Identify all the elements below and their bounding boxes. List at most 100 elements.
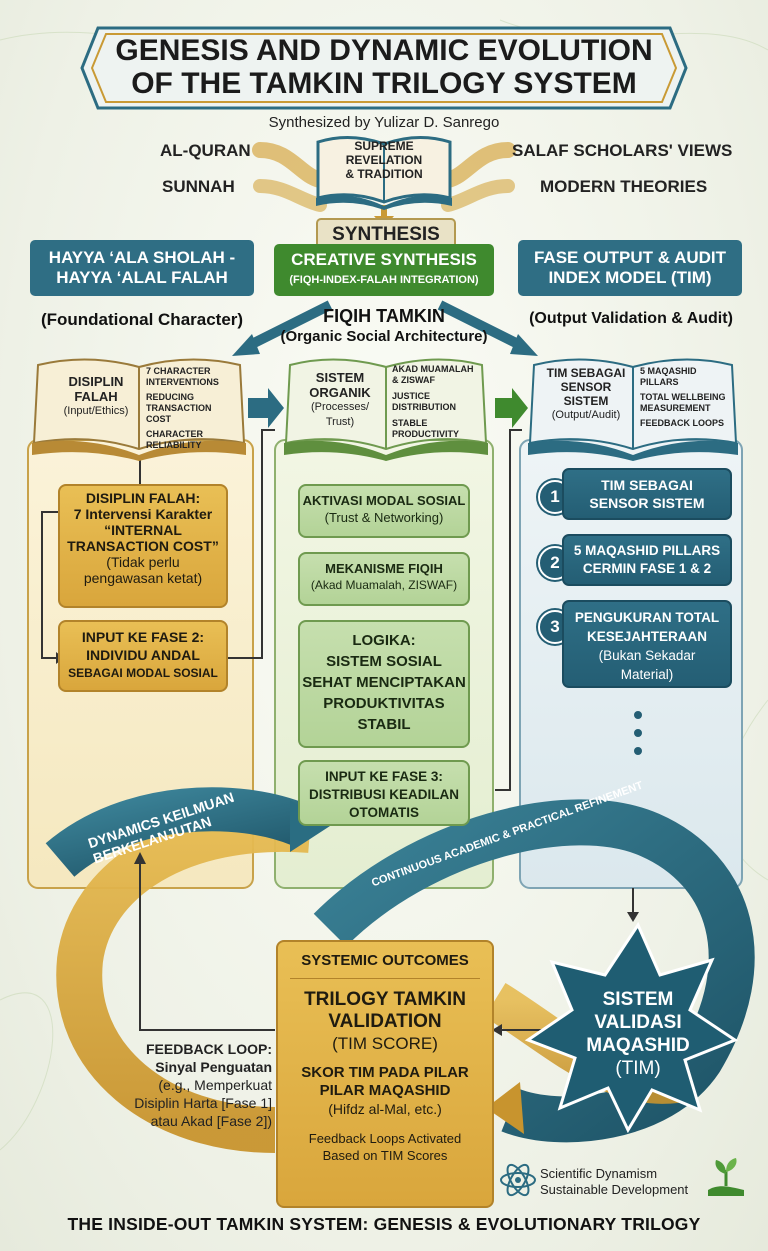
phase3-header: FASE OUTPUT & AUDIT INDEX MODEL (TIM) — [518, 240, 742, 296]
phase2-box3-line: LOGIKA: — [352, 632, 416, 649]
phase2-book-note-1: (Processes/ — [310, 401, 370, 413]
feedback-line: Sinyal Penguatan — [155, 1059, 272, 1075]
star-line: SISTEM — [602, 989, 674, 1010]
systemic-outcomes-box: SYSTEMIC OUTCOMES TRILOGY TAMKIN VALIDAT… — [276, 940, 494, 1208]
phase1-box1-line: TRANSACTION COST” — [67, 538, 219, 554]
star-line: VALIDASI — [594, 1012, 682, 1033]
title-banner — [80, 26, 688, 110]
phase1-box2-line: INPUT KE FASE 2: — [81, 629, 205, 645]
page-title: GENESIS AND DYNAMIC EVOLUTION OF THE TAM… — [110, 34, 658, 100]
phase1-header: HAYYA ‘ALA SHOLAH - HAYYA ‘ALAL FALAH — [30, 240, 254, 296]
phase1-book-title-2: FALAH — [74, 389, 118, 404]
step2-line: CERMIN FASE 1 & 2 — [582, 561, 712, 576]
phase3-book — [528, 358, 738, 461]
star-line: MAQASHID — [586, 1035, 690, 1056]
step3-line: KESEJAHTERAAN — [586, 629, 708, 644]
phase3-book-item: TOTAL WELLBEING MEASUREMENT — [640, 392, 726, 413]
step3-line: PENGUKURAN TOTAL — [574, 610, 720, 625]
phase2-book-item: JUSTICE DISTRIBUTION — [392, 391, 456, 412]
star-line: (TIM) — [615, 1058, 661, 1079]
step2-box: 5 MAQASHID PILLARS CERMIN FASE 1 & 2 — [562, 534, 732, 586]
phase3-book-items: 5 MAQASHID PILLARS TOTAL WELLBEING MEASU… — [640, 366, 732, 429]
step3-line: (Bukan Sekadar — [598, 648, 696, 663]
phase2-box2-note: (Akad Muamalah, ZISWAF) — [310, 578, 458, 592]
outcomes-line: Feedback Loops Activated — [308, 1131, 462, 1146]
outcomes-line: TRILOGY TAMKIN — [304, 989, 466, 1010]
phase2-fiqh-mechanism-box: MEKANISME FIQIH (Akad Muamalah, ZISWAF) — [298, 552, 470, 606]
phase3-header-line-1: FASE OUTPUT & AUDIT — [533, 248, 727, 267]
phase2-book-item: STABLE PRODUCTIVITY — [392, 418, 460, 439]
step3-box: PENGUKURAN TOTAL KESEJAHTERAAN (Bukan Se… — [562, 600, 732, 688]
phase2-box3-line: SISTEM SOSIAL — [326, 653, 442, 670]
feedback-line: (e.g., Memperkuat — [158, 1077, 272, 1093]
phase2-book-title-1: SISTEM — [315, 370, 365, 385]
phase2-book — [284, 358, 488, 461]
phase2-header-line-1: CREATIVE SYNTHESIS — [291, 250, 477, 269]
phase1-header-line-2: HAYYA ‘ALAL FALAH — [56, 268, 228, 287]
book-line-3: & TRADITION — [345, 167, 423, 181]
phase1-book — [32, 358, 246, 461]
phase1-box1-line: DISIPLIN FALAH: — [85, 490, 201, 506]
phase3-book-item: FEEDBACK LOOPS — [640, 418, 725, 428]
source-book-text: SUPREME REVELATION & TRADITION — [326, 139, 442, 181]
phase3-subtitle: (Output Validation & Audit) — [529, 310, 733, 327]
outcomes-line: (TIM SCORE) — [332, 1034, 438, 1053]
phase1-box1-line: “INTERNAL — [104, 522, 182, 538]
book-line-2: REVELATION — [345, 153, 423, 167]
open-book-icon — [316, 135, 452, 210]
phase1-input-box: INPUT KE FASE 2: INDIVIDU ANDAL SEBAGAI … — [58, 620, 228, 692]
phase2-box3-line: PRODUKTIVITAS — [323, 695, 445, 712]
step2-line: 5 MAQASHID PILLARS — [573, 543, 721, 558]
phase1-book-title-1: DISIPLIN — [68, 374, 124, 389]
phase3-book-item: 5 MAQASHID PILLARS — [640, 366, 697, 387]
phase1-book-item: 7 CHARACTER INTERVENTIONS — [146, 366, 219, 387]
outcomes-line: (Hifdz al-Mal, etc.) — [328, 1101, 442, 1117]
outcomes-line: PILAR MAQASHID — [319, 1082, 451, 1099]
feedback-line: atau Akad [Fase 2]) — [150, 1113, 272, 1129]
phase2-book-title-2: ORGANIK — [309, 385, 371, 400]
phase2-header: CREATIVE SYNTHESIS (FIQH-INDEX-FALAH INT… — [274, 244, 494, 296]
phase3-book-title-2: SENSOR — [560, 380, 612, 394]
step3-line: Material) — [620, 667, 674, 682]
phase1-box1-line: 7 Intervensi Karakter — [73, 506, 213, 522]
phase1-subtitle: (Foundational Character) — [40, 310, 244, 329]
phase1-box2-line: SEBAGAI MODAL SOSIAL — [68, 666, 218, 680]
phase1-box1-line: pengawasan ketat) — [83, 570, 203, 586]
phase2-input-box: INPUT KE FASE 3: DISTRIBUSI KEADILAN OTO… — [298, 760, 470, 826]
validation-star — [524, 921, 739, 1134]
phase2-book-item: AKAD MUAMALAH & ZISWAF — [392, 364, 474, 385]
step1-line: SENSOR SISTEM — [589, 495, 705, 511]
phase2-book-note-2: Trust) — [325, 416, 355, 428]
phase1-box2-line: INDIVIDU ANDAL — [86, 647, 200, 663]
phase2-name: FIQIH TAMKIN — [323, 306, 445, 326]
source-salaf-scholars: SALAF SCHOLARS' VIEWS — [512, 141, 733, 160]
phase2-box3-line: STABIL — [357, 716, 411, 733]
phase3-book-title-3: SISTEM — [563, 394, 609, 408]
step1-line: TIM SEBAGAI — [601, 477, 693, 493]
phase2-box2-title: MEKANISME FIQIH — [325, 561, 443, 576]
source-modern-theories: MODERN THEORIES — [540, 177, 708, 196]
phase1-header-line-1: HAYYA ‘ALA SHOLAH - — [48, 248, 236, 267]
phase1-box1-line: (Tidak perlu — [106, 554, 180, 570]
phase2-box1-title: AKTIVASI MODAL SOSIAL — [302, 493, 466, 508]
phase1-discipline-box: DISIPLIN FALAH: 7 Intervensi Karakter “I… — [58, 484, 228, 608]
badge-line: Sustainable Development — [540, 1182, 689, 1197]
phase2-logic-box: LOGIKA: SISTEM SOSIAL SEHAT MENCIPTAKAN … — [298, 620, 470, 748]
phase2-box1-note: (Trust & Networking) — [324, 510, 444, 525]
step1-box: TIM SEBAGAI SENSOR SISTEM — [562, 468, 732, 520]
atom-icon — [500, 1163, 536, 1197]
feedback-line: FEEDBACK LOOP: — [146, 1041, 272, 1057]
book-line-1: SUPREME — [354, 139, 414, 153]
title-line-2: OF THE TAMKIN TRILOGY SYSTEM — [131, 67, 637, 100]
source-sunnah: SUNNAH — [162, 177, 235, 196]
phase2-box4-line: DISTRIBUSI KEADILAN — [308, 787, 459, 802]
phase1-book-item: CHARACTER RELIABILITY — [146, 429, 203, 450]
feedback-line: Disiplin Harta [Fase 1] — [134, 1095, 272, 1111]
phase3-book-note: (Output/Audit) — [551, 409, 621, 421]
outcomes-line: VALIDATION — [328, 1011, 442, 1032]
outcomes-header: SYSTEMIC OUTCOMES — [301, 952, 469, 969]
phase1-book-item: REDUCING TRANSACTION COST — [146, 392, 212, 424]
phase2-header-line-2: (FIQH-INDEX-FALAH INTEGRATION) — [289, 274, 479, 286]
phase1-book-note: (Input/Ethics) — [63, 405, 129, 417]
